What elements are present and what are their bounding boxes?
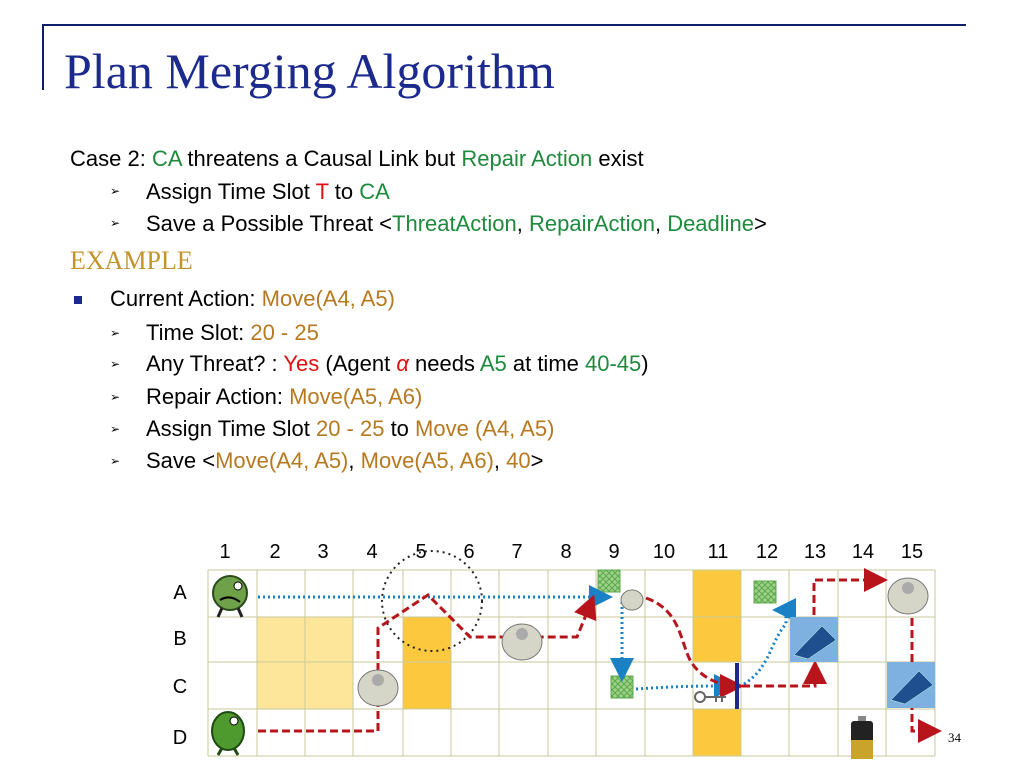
col-label: 2: [269, 541, 280, 563]
red-path: [812, 568, 888, 615]
red-path: [910, 618, 942, 743]
col-label: 4: [366, 541, 377, 563]
time-slot-item: Time Slot: 20 - 25: [146, 320, 319, 345]
case-line: Case 2: CA threatens a Causal Link but R…: [70, 146, 644, 171]
col-label: 5: [415, 541, 426, 563]
goal-square-icon: [610, 675, 634, 699]
title-frame-left: [42, 24, 44, 90]
row-label: B: [173, 628, 186, 650]
red-path: [742, 660, 827, 688]
col-label: 14: [852, 541, 874, 563]
col-label: 3: [317, 541, 328, 563]
any-threat-item: Any Threat? : Yes (Agent α needs A5 at t…: [146, 351, 649, 376]
goal-square-icon: [597, 569, 621, 593]
agent-sketch-icon: [501, 623, 543, 661]
arrow-bullet-icon: ➢: [110, 454, 121, 468]
red-path: [645, 596, 744, 698]
row-label: D: [173, 727, 187, 749]
arrow-bullet-icon: ➢: [110, 326, 121, 340]
cell-highlight-a11-b11: [693, 570, 741, 662]
col-label: 1: [219, 541, 230, 563]
battery-icon: [851, 716, 873, 759]
square-bullet-icon: [74, 296, 82, 304]
col-label: 13: [804, 541, 826, 563]
deadline-marker: [735, 663, 739, 709]
arrow-bullet-icon: ➢: [110, 422, 121, 436]
solar-panel-icon: [790, 617, 838, 662]
example-heading: EXAMPLE: [70, 246, 193, 275]
current-action: Current Action: Move(A4, A5): [110, 286, 395, 311]
arrow-bullet-icon: ➢: [110, 184, 121, 198]
col-label: 10: [653, 541, 675, 563]
row-label: A: [173, 582, 187, 604]
goal-square-icon: [753, 580, 777, 604]
col-label: 7: [511, 541, 522, 563]
col-label: 6: [463, 541, 474, 563]
col-label: 11: [708, 541, 729, 563]
row-label: C: [173, 676, 187, 698]
title-frame-top: [42, 24, 966, 26]
assign-slot-item: Assign Time Slot 20 - 25 to Move (A4, A5…: [146, 416, 555, 441]
solar-panel-icon: [887, 662, 935, 708]
save-item: Save <Move(A4, A5), Move(A5, A6), 40>: [146, 448, 544, 473]
page-number: 34: [948, 730, 961, 745]
agent-sketch-icon: [887, 577, 929, 615]
agent-sketch-icon: [620, 589, 644, 611]
blue-path: [635, 674, 738, 699]
arrow-bullet-icon: ➢: [110, 390, 121, 404]
col-label: 8: [560, 541, 571, 563]
case-sub-assign: Assign Time Slot T to CA: [146, 179, 390, 204]
arrow-bullet-icon: ➢: [110, 357, 121, 371]
threat-circle: [381, 550, 483, 652]
blue-path: [743, 598, 796, 686]
repair-action-item: Repair Action: Move(A5, A6): [146, 384, 423, 409]
cell-highlight-d11: [693, 709, 741, 756]
agent-sketch-icon: [357, 669, 399, 707]
agent-grey-icon: [212, 575, 248, 618]
case-sub-save: Save a Possible Threat <ThreatAction, Re…: [146, 211, 767, 236]
key-icon: [694, 691, 726, 703]
slide-title: Plan Merging Algorithm: [64, 43, 555, 99]
col-label: 15: [901, 541, 923, 563]
red-path: [258, 593, 597, 733]
arrow-bullet-icon: ➢: [110, 216, 121, 230]
agent-green-icon: [211, 711, 245, 756]
col-label: 9: [608, 541, 619, 563]
col-label: 12: [756, 541, 778, 563]
cell-highlight-b5-c5: [403, 617, 451, 709]
